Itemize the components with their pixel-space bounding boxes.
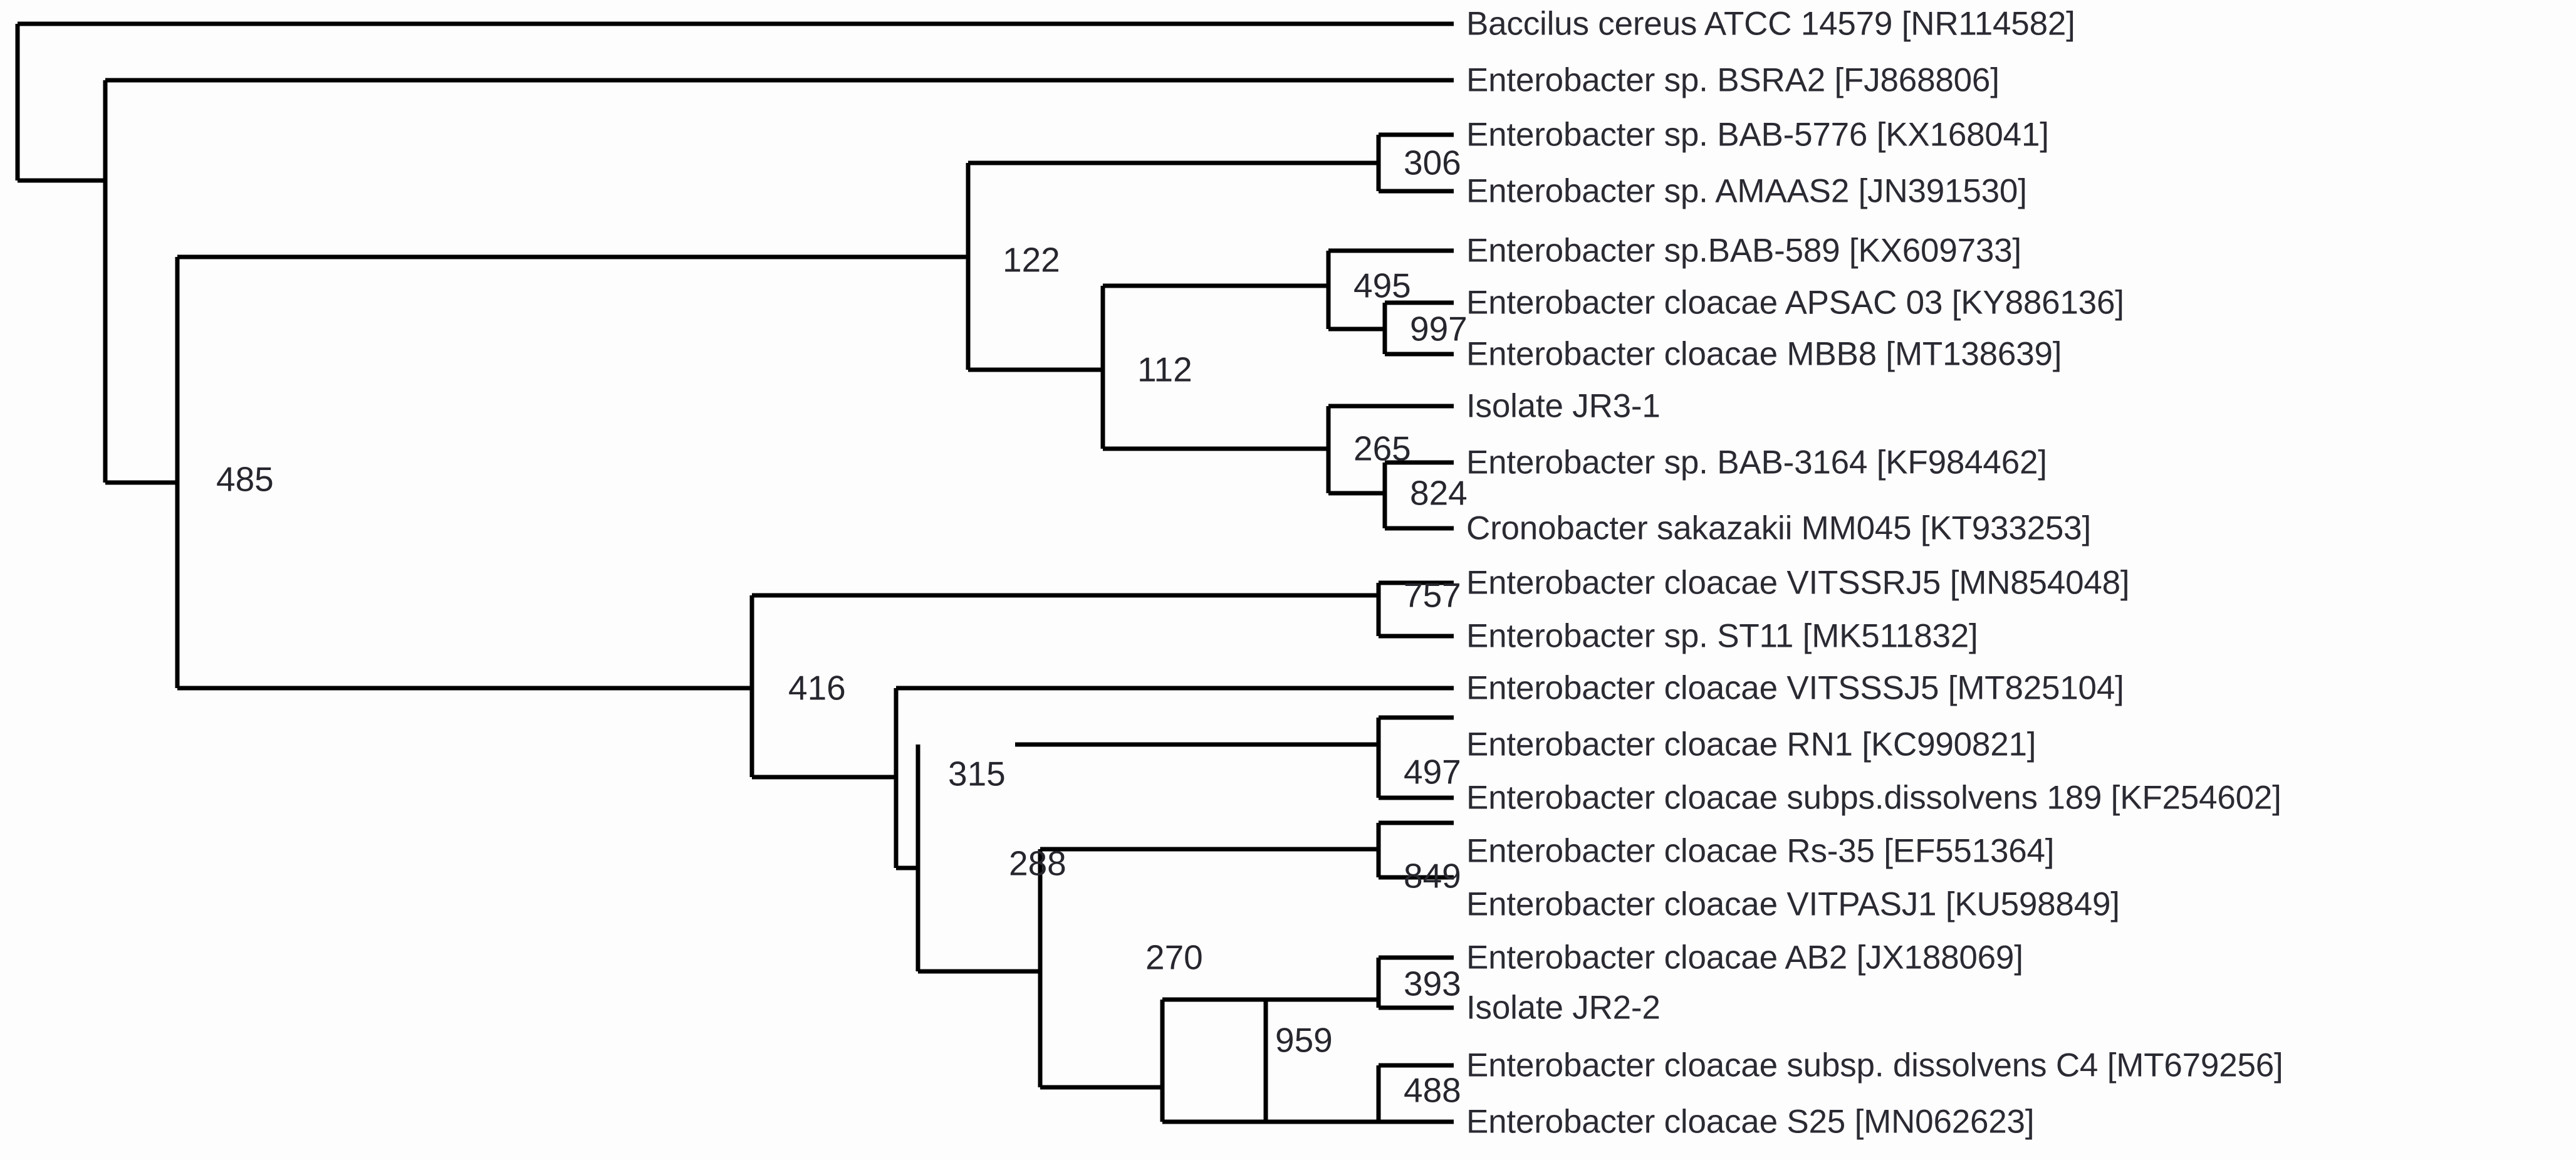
taxon-label: Enterobacter cloacae APSAC 03 [KY886136] [1466, 284, 2124, 321]
taxon-label: Baccilus cereus ATCC 14579 [NR114582] [1466, 5, 2075, 43]
taxon-label: Enterobacter cloacae subps.dissolvens 18… [1466, 779, 2281, 817]
branch-support-value: 265 [1353, 429, 1411, 468]
taxon-label: Enterobacter sp. BSRA2 [FJ868806] [1466, 61, 2000, 99]
branch-support-value: 997 [1410, 309, 1468, 348]
taxon-label: Enterobacter cloacae subsp. dissolvens C… [1466, 1047, 2283, 1084]
taxon-label: Enterobacter cloacae AB2 [JX188069] [1466, 939, 2023, 976]
branch-support-value: 288 [1009, 844, 1066, 883]
taxon-label: Enterobacter cloacae VITSSSJ5 [MT825104] [1466, 669, 2124, 707]
branch-support-value: 416 [788, 668, 846, 708]
branch-support-value: 393 [1404, 964, 1461, 1003]
taxon-label: Enterobacter sp. AMAAS2 [JN391530] [1466, 172, 2027, 210]
branch-support-value: 488 [1404, 1070, 1461, 1110]
branch-support-value: 495 [1353, 266, 1411, 305]
taxon-label: Enterobacter sp.BAB-589 [KX609733] [1466, 232, 2021, 269]
taxon-label: Enterobacter cloacae S25 [MN062623] [1466, 1103, 2035, 1141]
taxon-label: Isolate JR3-1 [1466, 387, 1661, 425]
branch-support-value: 485 [216, 459, 274, 499]
taxon-label: Isolate JR2-2 [1466, 989, 1661, 1027]
taxon-label: Enterobacter cloacae RN1 [KC990821] [1466, 726, 2036, 763]
branch-support-value: 959 [1275, 1020, 1333, 1060]
branch-support-value: 315 [948, 754, 1006, 793]
branch-group [15, 21, 1454, 1124]
branch-support-value: 824 [1410, 473, 1468, 513]
taxon-label: Enterobacter sp. BAB-5776 [KX168041] [1466, 116, 2049, 154]
taxon-label: Enterobacter sp. BAB-3164 [KF984462] [1466, 444, 2047, 481]
branch-support-value: 497 [1404, 752, 1461, 792]
taxon-label: Enterobacter cloacae MBB8 [MT138639] [1466, 335, 2062, 373]
taxon-label: Enterobacter sp. ST11 [MK511832] [1466, 617, 1978, 655]
branch-support-value: 112 [1137, 350, 1192, 389]
branch-support-value: 270 [1145, 938, 1203, 977]
branch-support-value: 849 [1404, 856, 1461, 896]
taxon-label: Enterobacter cloacae VITPASJ1 [KU598849] [1466, 886, 2120, 923]
taxon-label: Enterobacter cloacae VITSSRJ5 [MN854048] [1466, 564, 2130, 602]
branch-support-value: 757 [1404, 575, 1461, 615]
branch-support-value: 306 [1404, 143, 1461, 182]
taxon-label: Enterobacter cloacae Rs-35 [EF551364] [1466, 832, 2055, 870]
taxon-label: Cronobacter sakazakii MM045 [KT933253] [1466, 509, 2091, 547]
branch-support-value: 122 [1003, 240, 1060, 280]
